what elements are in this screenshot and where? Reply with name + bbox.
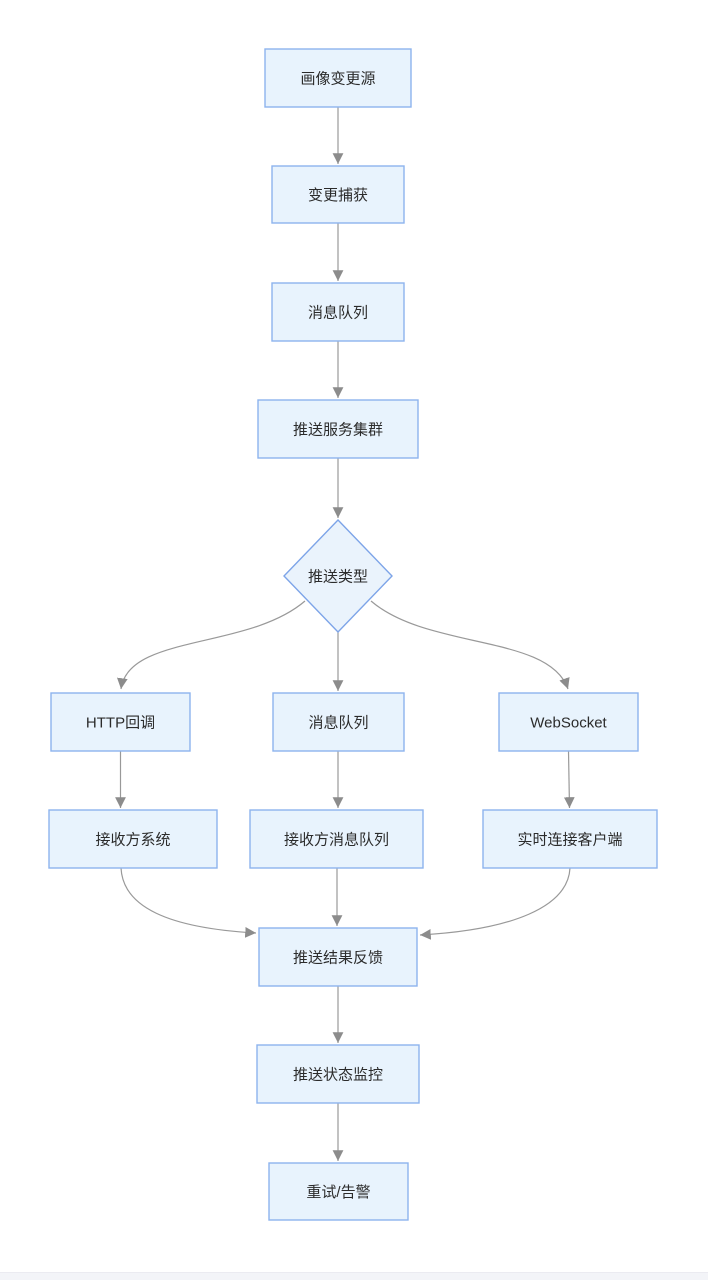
- node-http-callback: HTTP回调: [50, 692, 191, 752]
- node-push-type-decision: 推送类型: [283, 518, 393, 634]
- node-retry-alert: 重试/告警: [268, 1162, 409, 1221]
- node-cluster-label: 推送服务集群: [293, 422, 383, 439]
- node-monitor: 推送状态监控: [256, 1044, 420, 1104]
- edge-receiversystem-feedback: [120, 867, 257, 938]
- node-http-callback-label: HTTP回调: [86, 715, 155, 732]
- node-monitor-label: 推送状态监控: [293, 1067, 383, 1084]
- node-push-type-label: 推送类型: [308, 569, 368, 586]
- node-branch-queue-label: 消息队列: [308, 715, 368, 732]
- node-capture: 变更捕获: [271, 165, 405, 224]
- node-realtime-client-label: 实时连接客户端: [517, 832, 622, 849]
- node-websocket: WebSocket: [498, 692, 639, 752]
- node-feedback-label: 推送结果反馈: [293, 950, 383, 967]
- node-capture-label: 变更捕获: [308, 187, 368, 204]
- node-queue-label: 消息队列: [308, 305, 368, 322]
- edge-websocket-realtimeclient: [563, 750, 575, 809]
- node-receiver-queue-label: 接收方消息队列: [284, 832, 389, 849]
- node-receiver-queue: 接收方消息队列: [249, 809, 424, 869]
- node-retry-alert-label: 重试/告警: [306, 1184, 370, 1201]
- node-source-label: 画像变更源: [300, 71, 375, 88]
- node-websocket-label: WebSocket: [530, 715, 607, 732]
- node-cluster: 推送服务集群: [257, 399, 419, 459]
- node-queue: 消息队列: [271, 282, 405, 342]
- node-receiver-system-label: 接收方系统: [95, 832, 170, 849]
- node-realtime-client: 实时连接客户端: [482, 809, 658, 869]
- edge-pushtype-httpcallback: [117, 600, 306, 690]
- edge-realtimeclient-feedback: [419, 867, 571, 940]
- node-receiver-system: 接收方系统: [48, 809, 218, 869]
- edge-pushtype-websocket: [370, 600, 570, 690]
- node-feedback: 推送结果反馈: [258, 927, 418, 987]
- node-branch-queue: 消息队列: [272, 692, 405, 752]
- node-source: 画像变更源: [264, 48, 412, 108]
- bottom-scroll-strip: [0, 1272, 708, 1280]
